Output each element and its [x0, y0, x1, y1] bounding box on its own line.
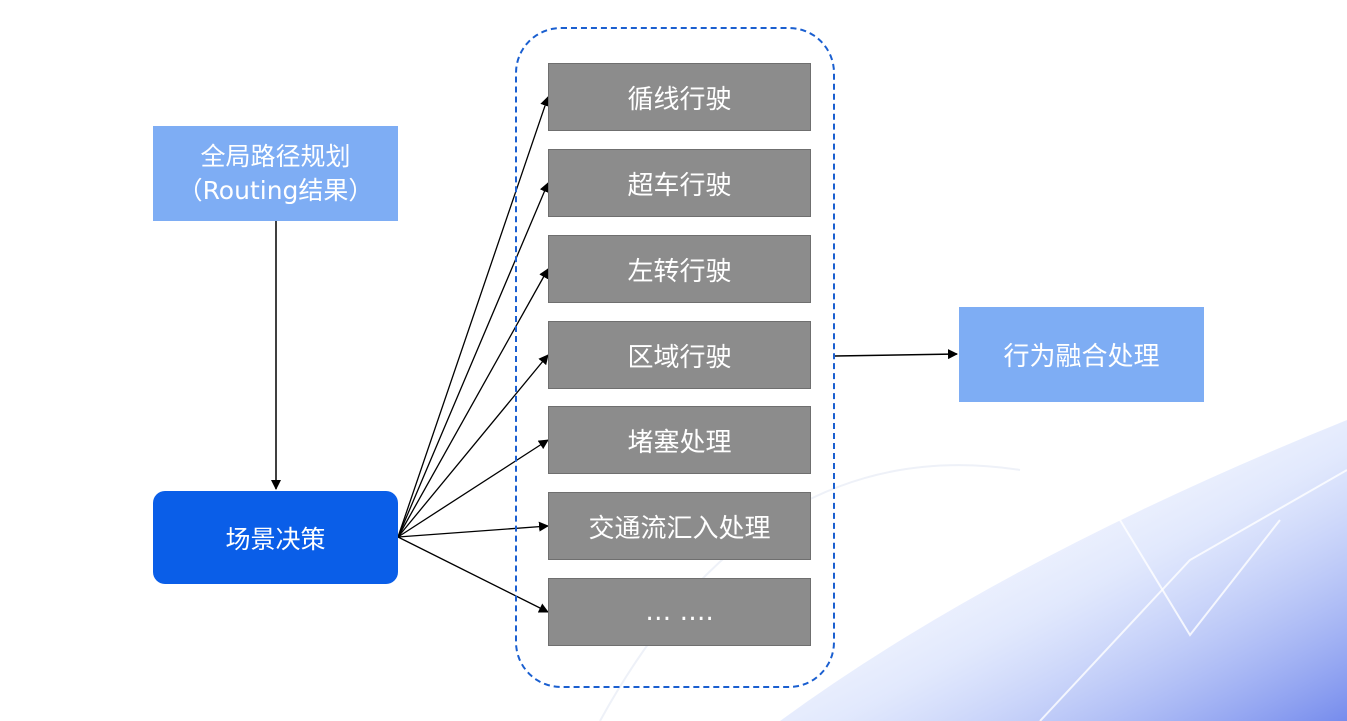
scenario-label: 超车行驶: [627, 170, 732, 201]
scenario-label: … ….: [645, 597, 714, 627]
scenario-item-traffic-merge: 交通流汇入处理: [548, 492, 811, 560]
scenario-label: 交通流汇入处理: [588, 513, 771, 544]
scenario-item-overtaking: 超车行驶: [548, 149, 811, 217]
scenario-label: 循线行驶: [627, 84, 732, 115]
global-routing-node: 全局路径规划 （Routing结果）: [153, 126, 398, 221]
scenario-item-congestion: 堵塞处理: [548, 406, 811, 474]
scene-decision-label: 场景决策: [225, 524, 326, 554]
arrow-to-scenario-7: [397, 536, 549, 613]
scenario-label: 区域行驶: [627, 342, 732, 373]
arrow-to-scenario-6: [397, 521, 549, 538]
scene-decision-node: 场景决策: [153, 491, 398, 584]
scenario-label: 左转行驶: [627, 256, 732, 287]
behavior-fusion-node: 行为融合处理: [959, 307, 1204, 402]
scenario-item-more: … ….: [548, 578, 811, 646]
arrow-group-to-fusion: [834, 349, 958, 360]
global-routing-subtitle: （Routing结果）: [177, 175, 374, 205]
global-routing-title: 全局路径规划: [200, 141, 351, 171]
arrow-to-scenario-3: [397, 268, 549, 538]
arrow-to-scenario-2: [397, 182, 550, 538]
arrow-to-scenario-5: [397, 439, 549, 538]
arrow-to-scenario-1: [397, 96, 550, 538]
scenario-label: 堵塞处理: [627, 427, 732, 458]
scenario-item-left-turn: 左转行驶: [548, 235, 811, 303]
behavior-fusion-label: 行为融合处理: [1003, 342, 1160, 372]
scenario-item-zone-driving: 区域行驶: [548, 321, 811, 389]
arrow-to-scenario-4: [397, 354, 549, 538]
scenario-group-frame: [515, 27, 835, 688]
scenario-item-lane-following: 循线行驶: [548, 63, 811, 131]
